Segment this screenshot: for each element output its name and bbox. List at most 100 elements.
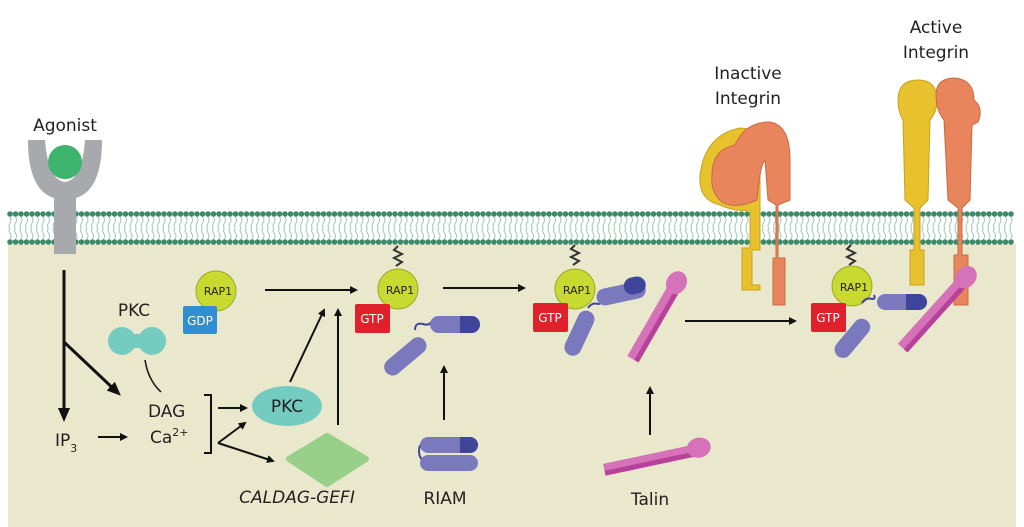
lipid-head <box>221 211 228 217</box>
lipid-head <box>458 211 464 217</box>
lipid-head <box>524 239 530 245</box>
lipid-head <box>634 239 640 245</box>
lipid-head <box>936 211 943 217</box>
lipid-head <box>249 239 255 245</box>
lipid-head <box>744 211 750 217</box>
lipid-head <box>166 239 173 245</box>
lipid-head <box>485 239 492 245</box>
lipid-head <box>238 211 244 217</box>
gtp-label: GTP <box>816 311 839 325</box>
lipid-head <box>326 239 332 245</box>
lipid-head <box>441 211 448 217</box>
lipid-head <box>122 211 129 217</box>
lipid-head <box>359 239 365 245</box>
lipid-head <box>155 239 162 245</box>
inactive-integrin-label-1: Inactive <box>714 64 781 84</box>
lipid-head <box>364 211 371 217</box>
lipid-head <box>645 211 651 217</box>
lipid-head <box>375 239 382 245</box>
lipid-head <box>320 239 327 245</box>
gdp-label: GDP <box>187 314 213 328</box>
arrow-ca-to-caldag <box>217 442 275 463</box>
lipid-head <box>881 239 888 245</box>
lipid-head <box>150 239 156 245</box>
talin-inactive <box>603 437 711 476</box>
lipid-head <box>848 211 855 217</box>
lipid-head <box>502 211 508 217</box>
rap1-gtp-riam-complex-2: RAP1 GTP <box>811 244 927 358</box>
lipid-head <box>854 211 860 217</box>
lipid-head <box>78 239 85 245</box>
lipid-head <box>139 239 145 245</box>
lipid-head <box>425 239 431 245</box>
lipid-head <box>7 239 13 245</box>
lipid-head <box>183 239 189 245</box>
lipid-head <box>837 211 844 217</box>
lipid-head <box>205 239 211 245</box>
lipid-head <box>474 239 481 245</box>
lipid-head <box>617 211 624 217</box>
lipid-head <box>870 239 877 245</box>
lipid-head <box>408 211 415 217</box>
lipid-head <box>727 211 734 217</box>
riam-open <box>384 316 480 376</box>
lipid-head <box>584 211 591 217</box>
lipid-head <box>161 211 167 217</box>
lipid-head <box>298 211 305 217</box>
lipid-head <box>705 211 712 217</box>
gtp-label: GTP <box>360 312 383 326</box>
lipid-head <box>716 239 723 245</box>
gdp-badge <box>183 306 217 334</box>
lipid-head <box>612 239 618 245</box>
lipid-head <box>397 239 404 245</box>
lipid-head <box>309 211 316 217</box>
lipid-head <box>155 211 162 217</box>
lipid-head <box>700 239 706 245</box>
lipid-head <box>408 239 415 245</box>
lipid-head <box>832 211 838 217</box>
lipid-head <box>188 239 195 245</box>
agonist-ligand <box>48 145 82 179</box>
lipid-head <box>579 211 585 217</box>
lipid-head <box>463 239 470 245</box>
lipid-head <box>964 239 970 245</box>
lipid-head <box>117 239 123 245</box>
lipid-head <box>551 211 558 217</box>
lipid-head <box>474 211 481 217</box>
lipid-head <box>469 211 475 217</box>
lipid-head <box>100 211 107 217</box>
lipid-head <box>815 239 822 245</box>
lipid-head <box>243 239 250 245</box>
lipid-heads <box>7 211 1014 245</box>
lipid-head <box>683 211 690 217</box>
calcium-label: Ca2+ <box>150 426 189 448</box>
lipid-head <box>117 211 123 217</box>
active-integrin-label-2: Integrin <box>903 43 969 63</box>
lipid-head <box>397 211 404 217</box>
lipid-head <box>925 239 932 245</box>
lipid-head <box>298 239 305 245</box>
lipid-head <box>788 211 794 217</box>
lipid-head <box>491 211 497 217</box>
lipid-head <box>111 239 118 245</box>
lipid-head <box>782 239 789 245</box>
lipid-head <box>595 211 602 217</box>
lipid-head <box>441 239 448 245</box>
lipid-head <box>227 239 233 245</box>
lipid-head <box>909 239 915 245</box>
lipid-head <box>128 211 134 217</box>
lipid-head <box>711 239 717 245</box>
lipid-head <box>458 239 464 245</box>
lipid-head <box>590 239 596 245</box>
lipid-head <box>111 211 118 217</box>
lipid-head <box>639 211 646 217</box>
lipid-head <box>678 211 684 217</box>
lipid-head <box>722 239 728 245</box>
lipid-head <box>590 211 596 217</box>
lipid-head <box>326 211 332 217</box>
lipid-head <box>898 239 904 245</box>
lipid-head <box>656 239 662 245</box>
lipid-head <box>876 239 882 245</box>
lipid-head <box>216 239 222 245</box>
lipid-head <box>507 211 514 217</box>
